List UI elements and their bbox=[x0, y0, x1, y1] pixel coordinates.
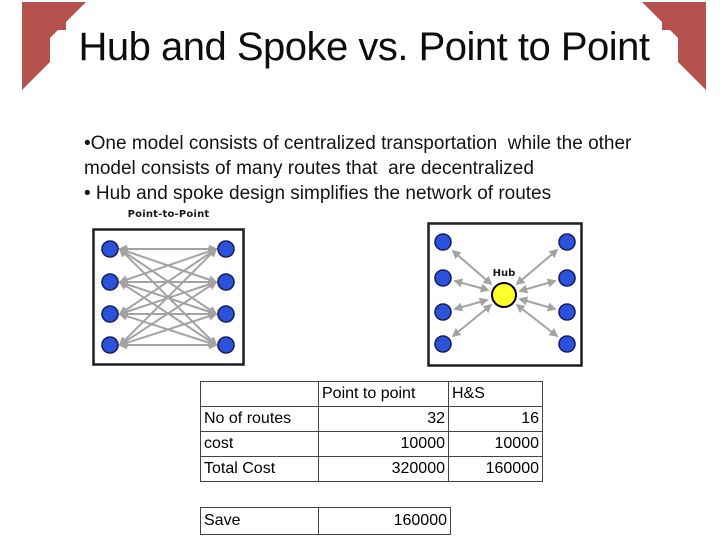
node-icon bbox=[217, 305, 235, 323]
table-cell: 320000 bbox=[318, 456, 449, 482]
comparison-table: Point to point H&S No of routes 32 16 co… bbox=[200, 381, 543, 482]
bullet-line: • Hub and spoke design simplifies the ne… bbox=[84, 183, 552, 204]
bullet-text-block: •One model consists of centralized trans… bbox=[84, 131, 631, 206]
node-icon bbox=[434, 233, 452, 251]
table-row: Total Cost 320000 160000 bbox=[200, 456, 543, 482]
table-cell: 32 bbox=[318, 406, 449, 432]
table-header-cell bbox=[200, 381, 319, 407]
table-cell: 16 bbox=[448, 406, 543, 432]
table-row: No of routes 32 16 bbox=[200, 406, 543, 432]
node-icon bbox=[558, 303, 576, 321]
row-label-cell: No of routes bbox=[200, 406, 319, 432]
node-icon bbox=[217, 273, 235, 291]
corner-ornament-left-icon bbox=[22, 2, 86, 90]
point-to-point-diagram bbox=[92, 228, 245, 366]
table-cell: 10000 bbox=[318, 431, 449, 457]
bullet-line: •One model consists of centralized trans… bbox=[84, 133, 632, 154]
node-icon bbox=[101, 336, 119, 354]
bullet-line: model consists of many routes that are d… bbox=[84, 158, 534, 179]
diagram-frame bbox=[92, 228, 245, 366]
page-title: Hub and Spoke vs. Point to Point bbox=[78, 25, 650, 69]
network-nodes bbox=[101, 240, 235, 354]
point-to-point-diagram-label: Point-to-Point bbox=[127, 209, 210, 220]
node-icon bbox=[101, 305, 119, 323]
row-label-cell: cost bbox=[200, 431, 319, 457]
table-row: cost 10000 10000 bbox=[200, 431, 543, 457]
table-cell: 10000 bbox=[448, 431, 543, 457]
node-icon bbox=[217, 336, 235, 354]
route-arrows bbox=[118, 244, 218, 350]
node-icon bbox=[101, 240, 119, 258]
node-icon bbox=[434, 303, 452, 321]
node-icon bbox=[558, 233, 576, 251]
table-cell: 160000 bbox=[448, 456, 543, 482]
node-icon bbox=[101, 273, 119, 291]
hub-icon bbox=[491, 282, 517, 308]
table-header-cell: H&S bbox=[448, 381, 543, 407]
node-icon bbox=[434, 269, 452, 287]
corner-ornament-right-icon bbox=[642, 2, 706, 90]
node-icon bbox=[558, 335, 576, 353]
row-label-cell: Save bbox=[200, 507, 319, 535]
save-table: Save 160000 bbox=[200, 507, 451, 535]
hub-label: Hub bbox=[493, 268, 516, 279]
table-cell: 160000 bbox=[318, 507, 451, 535]
hub-and-spoke-diagram: Hub bbox=[427, 222, 583, 367]
table-header-cell: Point to point bbox=[318, 381, 449, 407]
node-icon bbox=[558, 269, 576, 287]
node-icon bbox=[217, 240, 235, 258]
node-icon bbox=[434, 335, 452, 353]
table-row: Save 160000 bbox=[200, 507, 451, 535]
table-header-row: Point to point H&S bbox=[200, 381, 543, 407]
row-label-cell: Total Cost bbox=[200, 456, 319, 482]
network-nodes bbox=[434, 233, 576, 353]
diagram-frame bbox=[427, 222, 583, 367]
spoke-arrows bbox=[451, 248, 559, 338]
